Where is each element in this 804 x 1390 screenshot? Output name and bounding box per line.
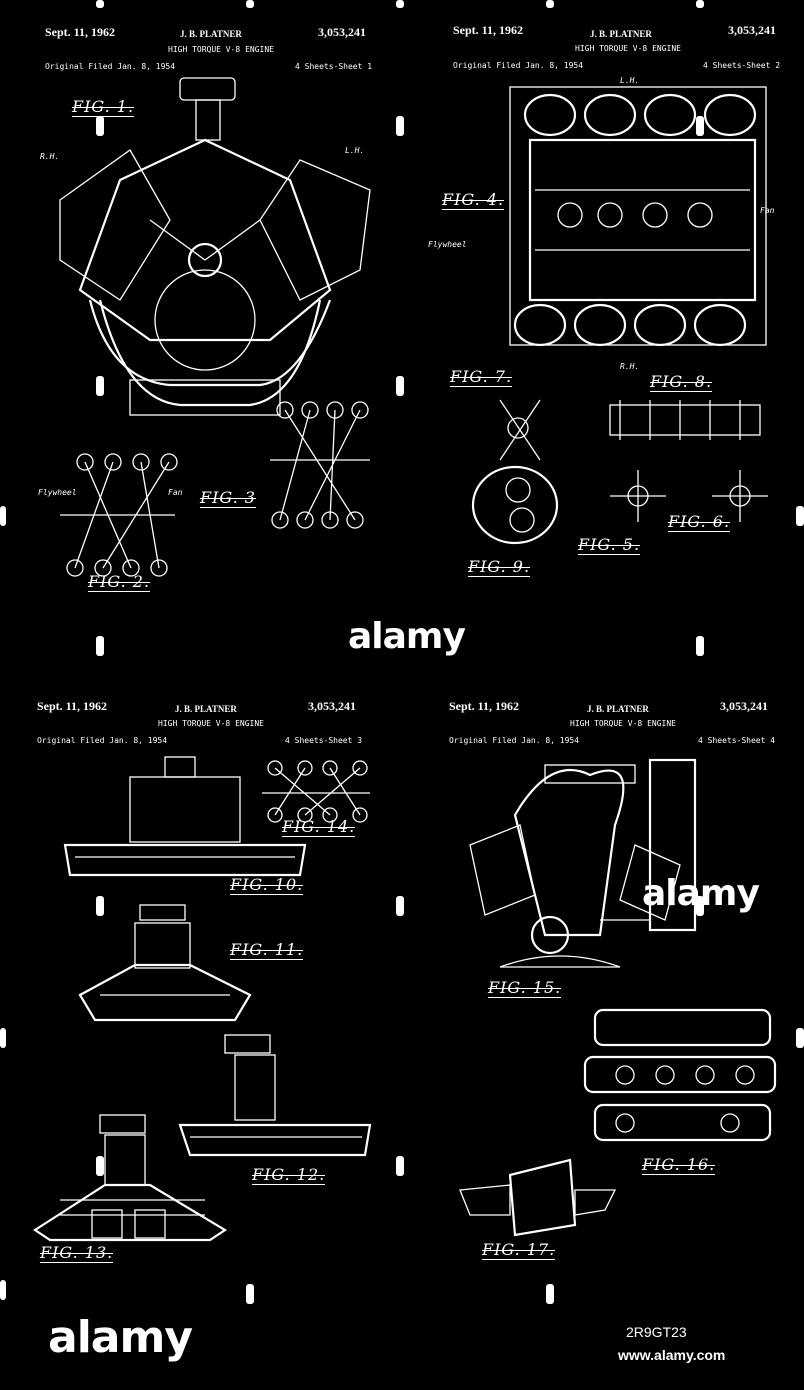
footer-image-id: 2R9GT23 — [626, 1324, 687, 1340]
edge-mark — [246, 0, 254, 8]
edge-mark — [246, 1284, 254, 1304]
footer-url[interactable]: www.alamy.com — [618, 1347, 725, 1363]
edge-mark — [546, 0, 554, 8]
edge-mark — [696, 116, 704, 136]
edge-mark — [696, 896, 704, 916]
edge-mark — [796, 1028, 804, 1048]
patent-sheet-4: Sept. 11, 1962 J. B. PLATNER 3,053,241 H… — [410, 695, 800, 1315]
watermark-center: alamy — [348, 616, 465, 657]
intake-manifold-drawing-fig4 — [410, 0, 800, 620]
edge-mark — [96, 636, 104, 656]
patent-sheet-3: Sept. 11, 1962 J. B. PLATNER 3,053,241 H… — [0, 695, 390, 1315]
edge-mark — [546, 1284, 554, 1304]
edge-mark — [0, 1028, 6, 1048]
edge-mark — [96, 0, 104, 8]
engine-drawings-fig15-17 — [410, 695, 800, 1315]
edge-mark — [396, 116, 404, 136]
edge-mark — [396, 0, 404, 8]
edge-mark — [96, 1156, 104, 1176]
edge-mark — [0, 506, 6, 526]
edge-mark — [96, 376, 104, 396]
edge-mark — [396, 896, 404, 916]
edge-mark — [396, 376, 404, 396]
edge-mark — [96, 116, 104, 136]
edge-mark — [696, 636, 704, 656]
edge-mark — [396, 1156, 404, 1176]
engine-drawing-fig1 — [0, 0, 390, 620]
footer-logo: alamy — [48, 1312, 192, 1363]
edge-mark — [96, 896, 104, 916]
edge-mark — [696, 0, 704, 8]
patent-sheet-1: Sept. 11, 1962 J. B. PLATNER 3,053,241 H… — [0, 0, 390, 620]
patent-sheet-2: Sept. 11, 1962 J. B. PLATNER 3,053,241 H… — [410, 0, 800, 620]
edge-mark — [796, 506, 804, 526]
manifold-drawings-fig10-13 — [0, 695, 390, 1315]
edge-mark — [0, 1280, 6, 1300]
